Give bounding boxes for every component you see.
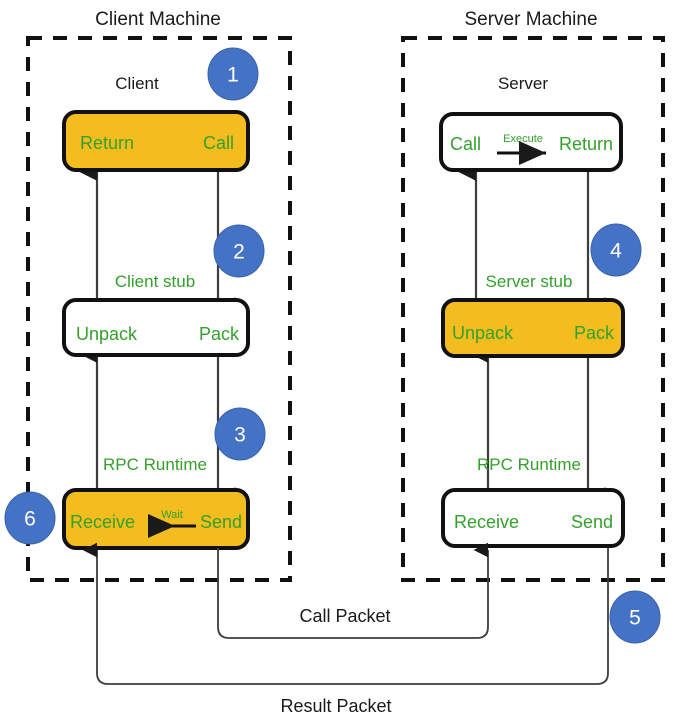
- badge-2-label: 2: [233, 241, 245, 264]
- badge-1-label: 1: [227, 64, 239, 87]
- server-runtime-box[interactable]: [441, 488, 625, 548]
- badge-2[interactable]: 2: [213, 224, 265, 278]
- server-runtime-layer-label: RPC Runtime: [477, 455, 581, 474]
- client-stub-pack-label: Pack: [199, 324, 240, 344]
- server-stub-unpack-label: Unpack: [452, 323, 514, 343]
- client-runtime-send-label: Send: [200, 512, 242, 532]
- badge-6[interactable]: 6: [4, 491, 56, 545]
- client-role-title: Client: [115, 74, 159, 93]
- client-machine-title: Client Machine: [95, 9, 221, 30]
- client-runtime-wait-label: Wait: [161, 509, 183, 521]
- server-machine-boundary: [401, 36, 665, 582]
- badge-5-label: 5: [629, 607, 641, 630]
- server-stub-box[interactable]: [441, 298, 625, 358]
- server-runtime-receive-label: Receive: [454, 512, 519, 532]
- server-stub-pack-label: Pack: [574, 323, 615, 343]
- badge-3[interactable]: 3: [214, 407, 266, 461]
- client-app-call-label: Call: [203, 133, 234, 153]
- client-stub-unpack-label: Unpack: [76, 324, 138, 344]
- badge-5[interactable]: 5: [609, 590, 661, 644]
- server-runtime-send-label: Send: [571, 512, 613, 532]
- server-app-call-label: Call: [450, 134, 481, 154]
- badge-6-label: 6: [24, 508, 36, 531]
- result-packet-path: [82, 542, 609, 685]
- server-app-execute-label: Execute: [503, 133, 543, 145]
- badge-3-label: 3: [234, 424, 246, 447]
- badge-4[interactable]: 4: [590, 223, 642, 277]
- badge-1[interactable]: 1: [207, 47, 259, 101]
- server-role-title: Server: [498, 74, 548, 93]
- client-app-return-label: Return: [80, 133, 134, 153]
- client-machine-boundary: [26, 36, 292, 582]
- server-stub-layer-label: Server stub: [486, 272, 573, 291]
- call-packet-path: [217, 542, 489, 639]
- client-app-box[interactable]: [62, 110, 250, 172]
- result-packet-label: Result Packet: [280, 696, 391, 716]
- call-packet-label: Call Packet: [299, 606, 390, 626]
- client-runtime-layer-label: RPC Runtime: [103, 455, 207, 474]
- badge-4-label: 4: [610, 240, 622, 263]
- server-machine-title: Server Machine: [464, 9, 597, 30]
- server-app-return-label: Return: [559, 134, 613, 154]
- client-runtime-receive-label: Receive: [70, 512, 135, 532]
- client-stub-layer-label: Client stub: [115, 272, 195, 291]
- client-stub-box[interactable]: [62, 298, 250, 357]
